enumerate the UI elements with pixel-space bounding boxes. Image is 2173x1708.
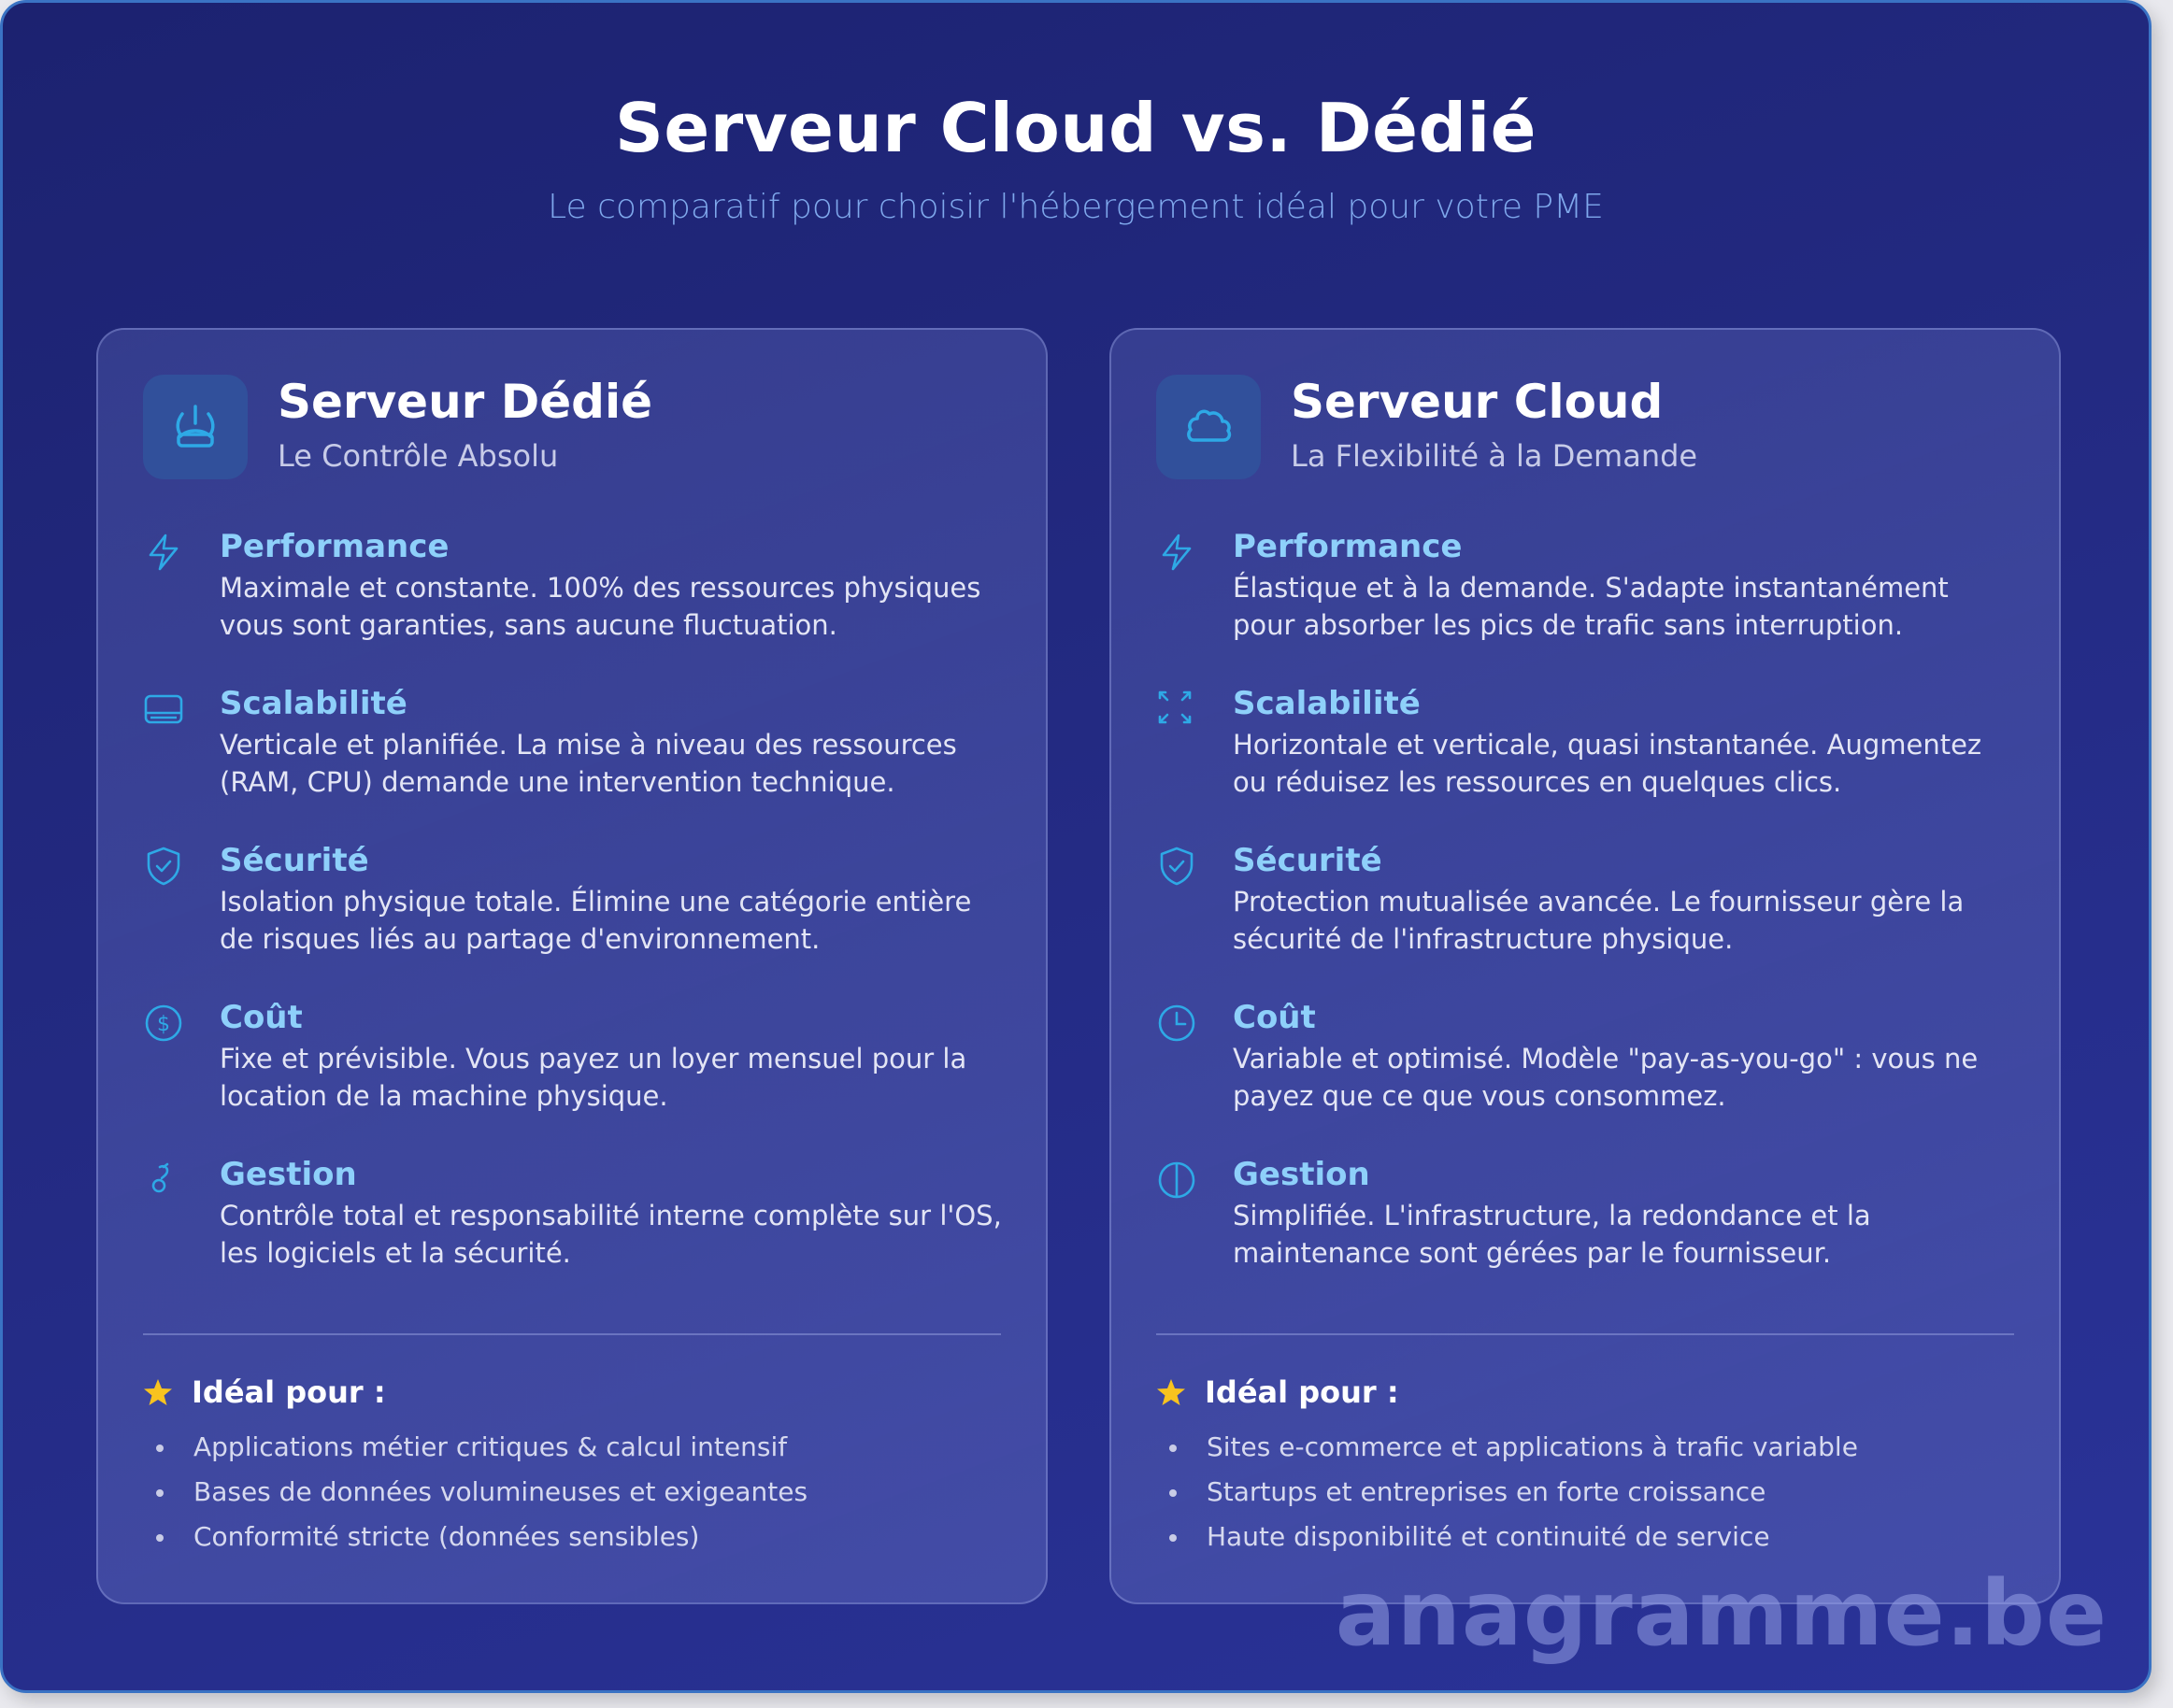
divider xyxy=(1156,1333,2014,1335)
feature-description: Verticale et planifiée. La mise à niveau… xyxy=(220,729,957,798)
feature-name: Coût xyxy=(220,999,303,1036)
clock-icon xyxy=(1158,1004,1195,1042)
expand-arrows-icon xyxy=(1158,690,1192,724)
list-item: Sites e-commerce et applications à trafi… xyxy=(1156,1425,1858,1470)
dollar-circle-icon: $ xyxy=(145,1004,182,1042)
feature-description: Contrôle total et responsabilité interne… xyxy=(220,1200,1002,1269)
star-icon xyxy=(144,1379,172,1405)
hard-drive-icon xyxy=(144,694,183,724)
feature-name: Sécurité xyxy=(220,842,369,879)
wrench-icon xyxy=(151,1162,169,1193)
feature-description: Simplifiée. L'infrastructure, la redonda… xyxy=(1233,1200,1871,1269)
feature-description: Maximale et constante. 100% des ressourc… xyxy=(220,572,981,641)
list-item: Bases de données volumineuses et exigean… xyxy=(143,1470,808,1515)
ideal-for-title: Idéal pour : xyxy=(192,1374,386,1410)
lightning-icon xyxy=(149,534,179,571)
feature-name: Scalabilité xyxy=(1233,685,1421,722)
page-title: Serveur Cloud vs. Dédié xyxy=(615,89,1537,167)
card-subtitle: Le Contrôle Absolu xyxy=(278,438,559,474)
watermark: anagramme.be xyxy=(1335,1561,2108,1666)
ideal-for-heading: Idéal pour : xyxy=(143,1374,386,1410)
feature-name: Sécurité xyxy=(1233,842,1382,879)
page-subtitle: Le comparatif pour choisir l'hébergement… xyxy=(548,188,1604,226)
list-item: Conformité stricte (données sensibles) xyxy=(143,1515,808,1559)
feature-description: Élastique et à la demande. S'adapte inst… xyxy=(1233,572,1949,641)
shield-check-icon xyxy=(147,847,180,886)
feature-name: Gestion xyxy=(220,1156,357,1193)
feature-name: Scalabilité xyxy=(220,685,407,722)
ideal-for-list: Applications métier critiques & calcul i… xyxy=(143,1425,808,1559)
feature-description: Fixe et prévisible. Vous payez un loyer … xyxy=(220,1043,967,1112)
feature-name: Coût xyxy=(1233,999,1316,1036)
card-title: Serveur Dédié xyxy=(278,375,653,429)
card-cloud-server: Serveur Cloud La Flexibilité à la Demand… xyxy=(1109,328,2061,1604)
feature-name: Gestion xyxy=(1233,1156,1370,1193)
card-title: Serveur Cloud xyxy=(1291,375,1664,429)
star-icon xyxy=(1157,1379,1185,1405)
server-power-icon xyxy=(143,375,248,479)
feature-description: Variable et optimisé. Modèle "pay-as-you… xyxy=(1233,1043,1979,1112)
feature-description: Isolation physique totale. Élimine une c… xyxy=(220,886,972,955)
shield-check-icon xyxy=(1160,847,1194,886)
list-item: Startups et entreprises en forte croissa… xyxy=(1156,1470,1858,1515)
ideal-for-heading: Idéal pour : xyxy=(1156,1374,1399,1410)
svg-text:$: $ xyxy=(157,1013,170,1036)
ideal-for-title: Idéal pour : xyxy=(1205,1374,1399,1410)
feature-name: Performance xyxy=(1233,528,1463,565)
list-item: Applications métier critiques & calcul i… xyxy=(143,1425,808,1470)
divider xyxy=(143,1333,1001,1335)
feature-name: Performance xyxy=(220,528,450,565)
list-item: Haute disponibilité et continuité de ser… xyxy=(1156,1515,1858,1559)
cloud-icon xyxy=(1156,375,1261,479)
lightning-icon xyxy=(1162,534,1192,571)
ideal-for-list: Sites e-commerce et applications à trafi… xyxy=(1156,1425,1858,1559)
feature-description: Horizontale et verticale, quasi instanta… xyxy=(1233,729,1982,798)
card-subtitle: La Flexibilité à la Demande xyxy=(1291,438,1698,474)
card-dedicated-server: Serveur Dédié Le Contrôle Absolu Perform… xyxy=(96,328,1048,1604)
half-circle-icon xyxy=(1158,1161,1195,1199)
feature-description: Protection mutualisée avancée. Le fourni… xyxy=(1233,886,1965,955)
